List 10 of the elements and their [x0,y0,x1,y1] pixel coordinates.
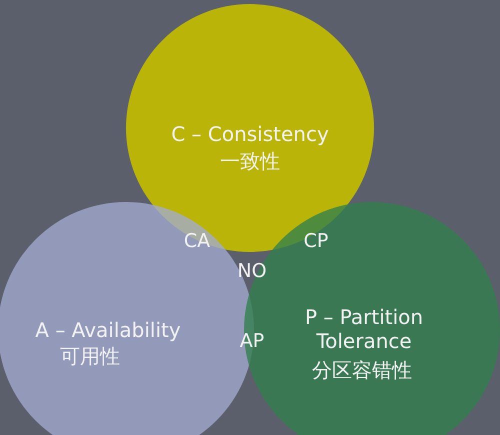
region-label: CA [184,230,210,252]
region-label: NO [237,260,267,282]
circle-label: 可用性 [60,344,120,368]
circle-label: A – Availability [35,318,181,342]
circle-label: 一致性 [220,149,280,173]
circle-label: P – Partition Tolerance [304,305,424,353]
circle-label: C – Consistency [171,122,329,146]
circle-label: 分区容错性 [312,358,412,382]
region-label: CP [304,230,328,252]
region-label: AP [240,330,264,352]
